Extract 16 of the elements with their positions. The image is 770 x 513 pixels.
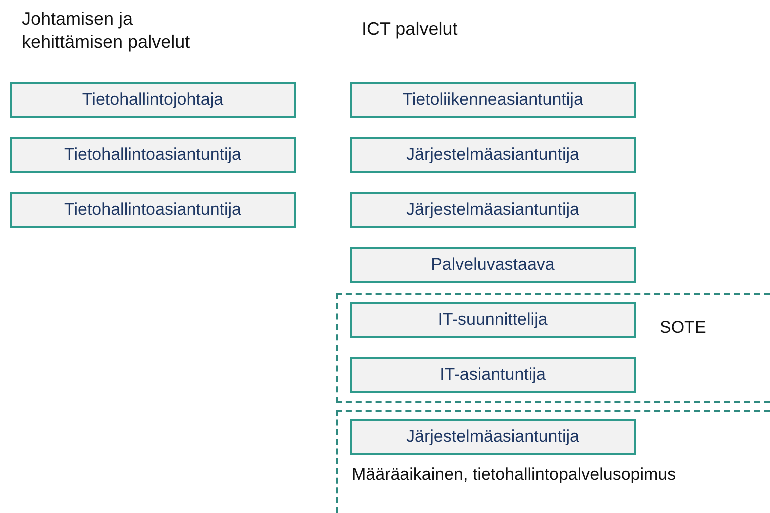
dashed-group-region [336,410,770,513]
role-box: IT-asiantuntija [350,357,636,393]
role-box: Tietoliikenneasiantuntija [350,82,636,118]
group-label: Määräaikainen, tietohallintopalvelusopimus [352,465,676,485]
role-box: Tietohallintoasiantuntija [10,137,296,173]
role-box: Palveluvastaava [350,247,636,283]
role-box: Tietohallintojohtaja [10,82,296,118]
dashed-group-region [336,293,770,403]
column-heading: ICT palvelut [362,18,459,41]
role-box: Järjestelmäasiantuntija [350,419,636,455]
group-label: SOTE [660,318,706,338]
role-box: Järjestelmäasiantuntija [350,137,636,173]
role-box: IT-suunnittelija [350,302,636,338]
role-box: Järjestelmäasiantuntija [350,192,636,228]
column-heading: Johtamisen ja kehittämisen palvelut [22,8,192,54]
role-box: Tietohallintoasiantuntija [10,192,296,228]
